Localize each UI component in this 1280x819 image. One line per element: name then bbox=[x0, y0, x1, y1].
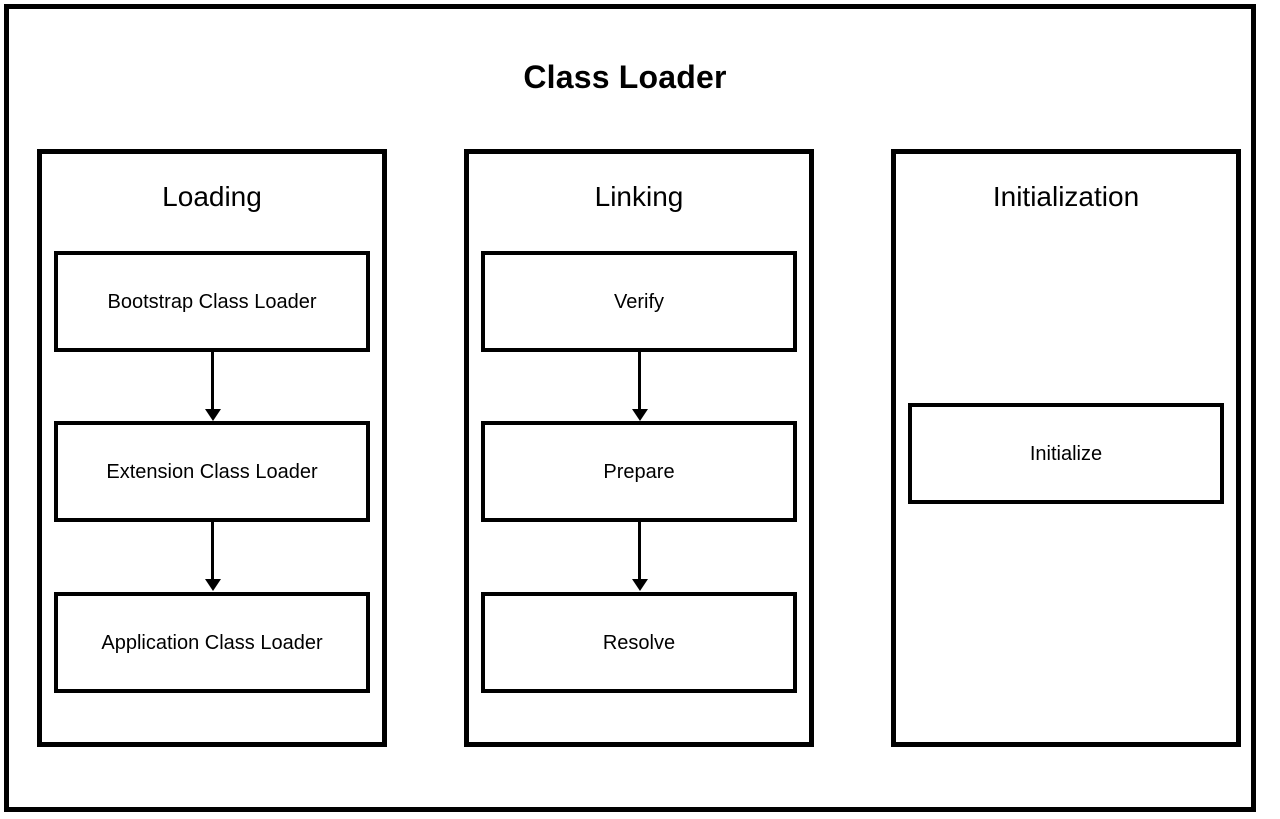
arrow-down-icon bbox=[631, 522, 648, 591]
phase-title-loading: Loading bbox=[162, 181, 262, 212]
step-label: Application Class Loader bbox=[101, 631, 323, 654]
step-box-extension-class-loader[interactable]: Extension Class Loader bbox=[54, 421, 370, 522]
step-label: Extension Class Loader bbox=[106, 460, 318, 483]
step-box-verify[interactable]: Verify bbox=[481, 251, 797, 352]
phase-column-linking: Linking Verify Prepare Resolve bbox=[464, 149, 814, 747]
step-box-application-class-loader[interactable]: Application Class Loader bbox=[54, 592, 370, 693]
step-label: Initialize bbox=[1029, 442, 1103, 465]
step-label: Verify bbox=[613, 290, 665, 313]
phase-title-linking: Linking bbox=[594, 181, 684, 212]
step-box-initialize[interactable]: Initialize bbox=[908, 403, 1224, 504]
arrowhead-icon bbox=[631, 579, 648, 591]
step-label: Resolve bbox=[602, 631, 676, 654]
step-label: Bootstrap Class Loader bbox=[107, 290, 317, 313]
class-loader-outer-frame: Class Loader Loading Bootstrap Class Loa… bbox=[4, 4, 1256, 812]
step-label: Prepare bbox=[603, 460, 675, 483]
phase-column-loading: Loading Bootstrap Class Loader Extension… bbox=[37, 149, 387, 747]
arrow-down-icon bbox=[631, 352, 648, 421]
arrowhead-icon bbox=[204, 579, 221, 591]
step-box-resolve[interactable]: Resolve bbox=[481, 592, 797, 693]
phase-column-initialization: Initialization Initialize bbox=[891, 149, 1241, 747]
arrow-down-icon bbox=[204, 522, 221, 591]
phase-title-initialization: Initialization bbox=[992, 181, 1140, 212]
step-box-prepare[interactable]: Prepare bbox=[481, 421, 797, 522]
step-box-bootstrap-class-loader[interactable]: Bootstrap Class Loader bbox=[54, 251, 370, 352]
page-title: Class Loader bbox=[523, 59, 727, 95]
arrowhead-icon bbox=[204, 409, 221, 421]
arrowhead-icon bbox=[631, 409, 648, 421]
arrow-down-icon bbox=[204, 352, 221, 421]
